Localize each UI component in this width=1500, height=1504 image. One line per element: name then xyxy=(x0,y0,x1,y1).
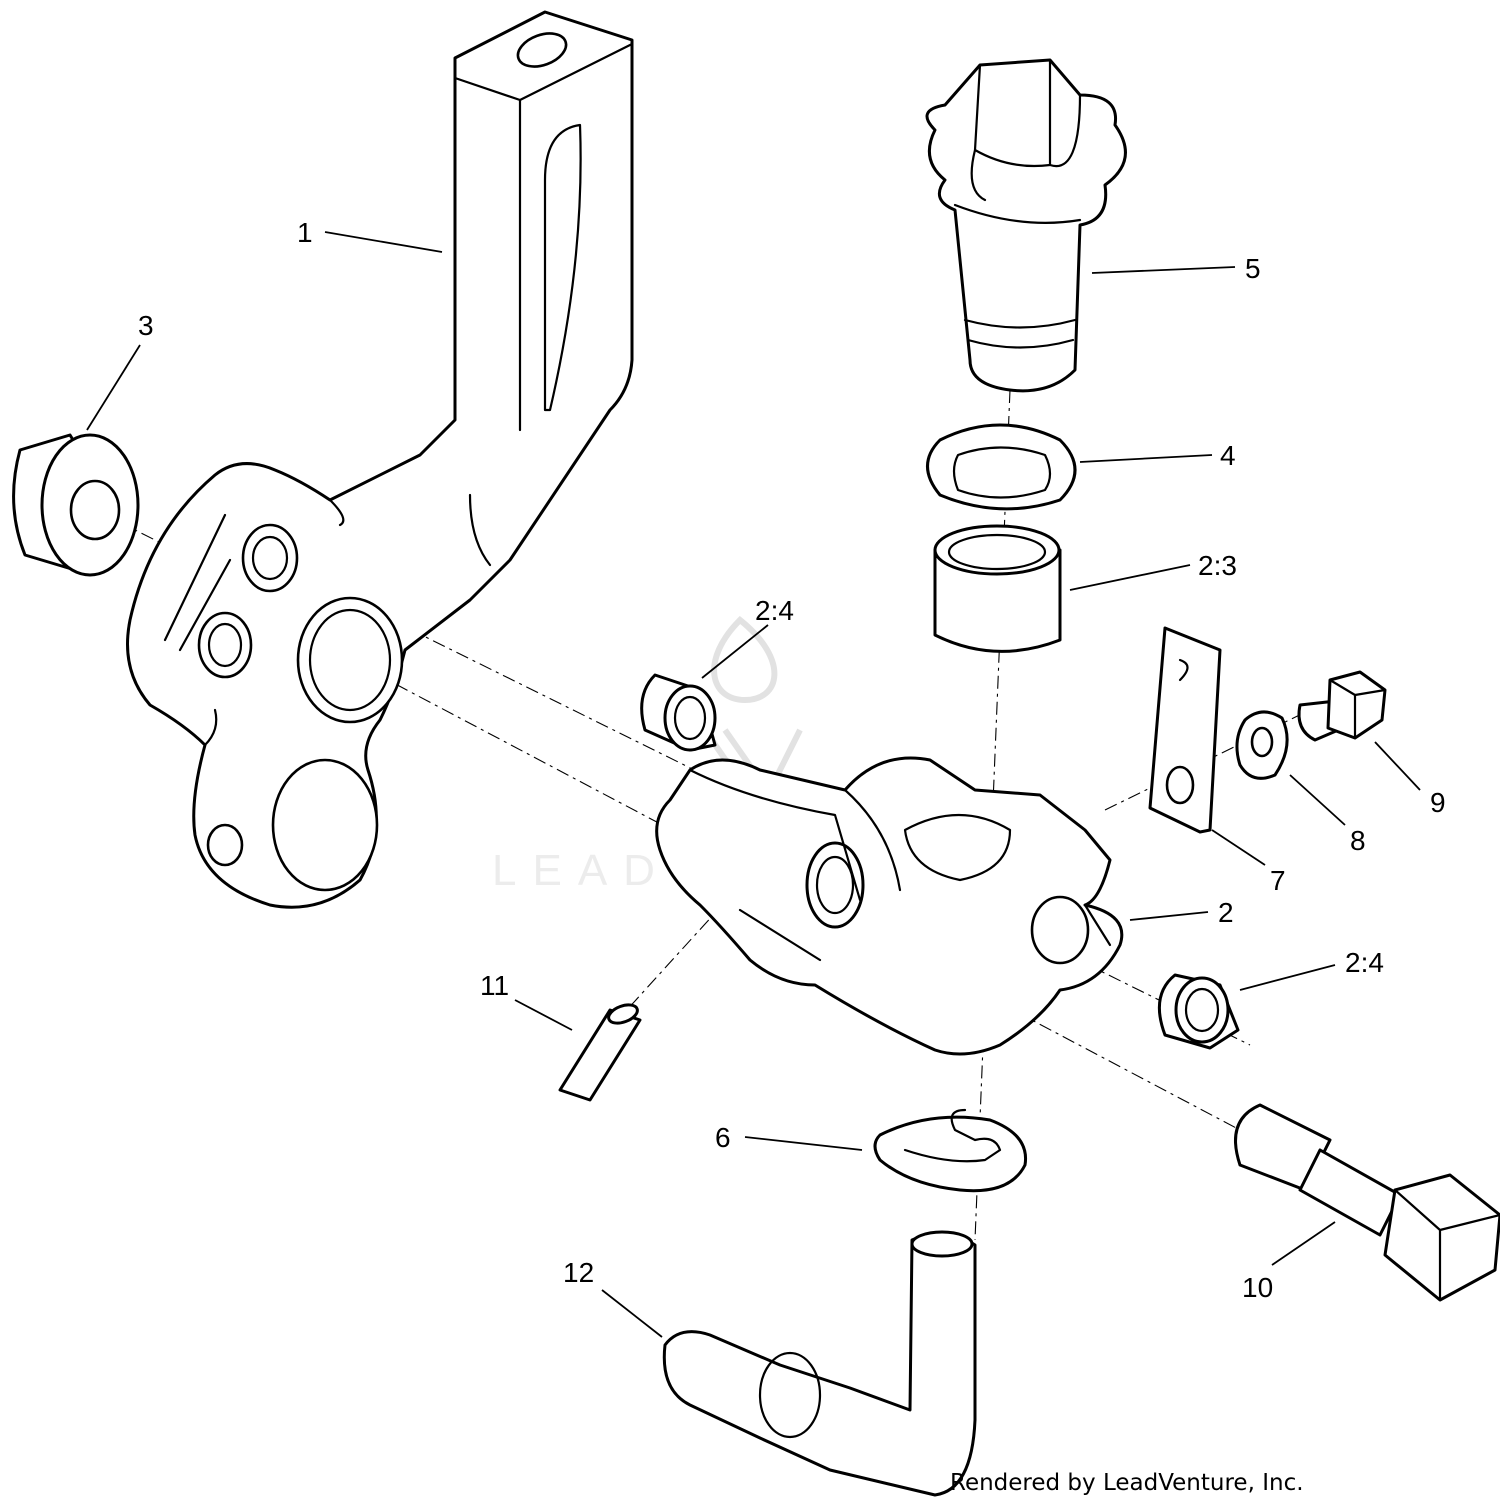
callout-7: 7 xyxy=(1270,865,1286,896)
part-2-4-bushing-right xyxy=(1157,973,1240,1050)
part-4-washer xyxy=(926,423,1077,511)
part-2-4-bushing-left xyxy=(640,673,717,752)
callout-9: 9 xyxy=(1430,787,1446,818)
part-6-e-clip xyxy=(873,1108,1028,1193)
part-3-flange-bushing xyxy=(12,433,140,577)
callout-labels: 1 3 5 4 2:3 2:4 9 8 7 2 2:4 11 6 10 12 xyxy=(138,217,1446,1303)
part-2-3-bearing-sleeve xyxy=(933,524,1062,653)
callout-2-4-right: 2:4 xyxy=(1345,947,1384,978)
callout-6: 6 xyxy=(715,1122,731,1153)
part-7-plate xyxy=(1148,626,1222,834)
part-9-hex-bolt xyxy=(1297,670,1387,742)
callout-8: 8 xyxy=(1350,825,1366,856)
leader-lines xyxy=(86,231,1421,1338)
callout-5: 5 xyxy=(1245,253,1261,284)
part-11-roll-pin xyxy=(558,1003,642,1102)
callout-12: 12 xyxy=(563,1257,594,1288)
callout-1: 1 xyxy=(297,217,313,248)
callout-11: 11 xyxy=(480,970,509,1001)
callout-2-4-top: 2:4 xyxy=(755,595,794,626)
callout-2-3: 2:3 xyxy=(1198,550,1237,581)
part-5-bolt xyxy=(925,58,1127,393)
callout-3: 3 xyxy=(138,310,154,341)
part-10-clevis-bolt xyxy=(1234,1103,1500,1302)
part-12-l-pin xyxy=(662,1230,977,1497)
part-1-steering-arm xyxy=(126,10,634,909)
render-credit: Rendered by LeadVenture, Inc. xyxy=(950,1470,1304,1496)
callout-4: 4 xyxy=(1220,440,1236,471)
callout-2: 2 xyxy=(1218,897,1234,928)
part-2-spindle-yoke xyxy=(655,756,1124,1056)
callout-10: 10 xyxy=(1242,1272,1273,1303)
part-8-lock-washer xyxy=(1235,710,1289,780)
